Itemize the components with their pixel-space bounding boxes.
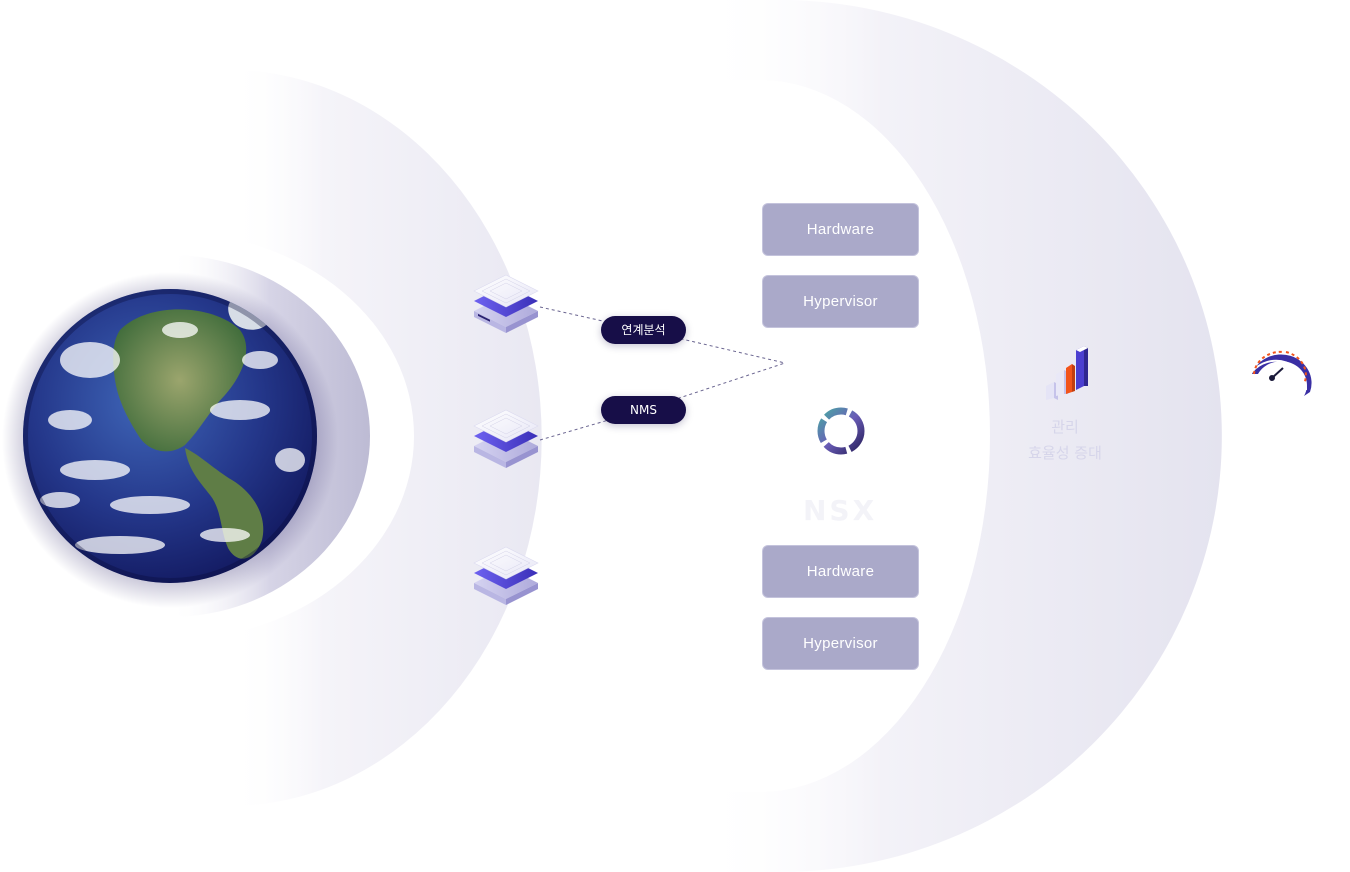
hardware-box-top: Hardware [762, 203, 919, 256]
bar-chart-icon [1046, 346, 1088, 400]
hypervisor-box-bottom: Hypervisor [762, 617, 919, 670]
efficiency-line-2: 효율성 증대 [1028, 444, 1102, 462]
server-stack-icon [473, 546, 539, 605]
hardware-box-bottom: Hardware [762, 545, 919, 598]
hypervisor-label: Hypervisor [803, 635, 878, 652]
nms-pill: NMS [601, 396, 686, 424]
efficiency-caption: 관리 효율성 증대 [1010, 414, 1120, 466]
nms-label: NMS [630, 403, 657, 417]
nsx-label: NSX [803, 494, 878, 527]
connector-lines [539, 306, 786, 441]
efficiency-line-1: 관리 [1051, 418, 1079, 436]
ring-loader-icon [817, 407, 865, 455]
link-analysis-label: 연계분석 [621, 323, 666, 337]
hypervisor-box-top: Hypervisor [762, 275, 919, 328]
server-stack-icon [473, 274, 539, 333]
earth-globe-icon [23, 289, 317, 583]
speed-gauge-icon [1251, 350, 1312, 396]
link-analysis-pill: 연계분석 [601, 316, 686, 344]
server-stack-icon [473, 409, 539, 468]
hardware-label: Hardware [806, 221, 875, 238]
hardware-label: Hardware [806, 563, 875, 580]
hypervisor-label: Hypervisor [803, 293, 878, 310]
